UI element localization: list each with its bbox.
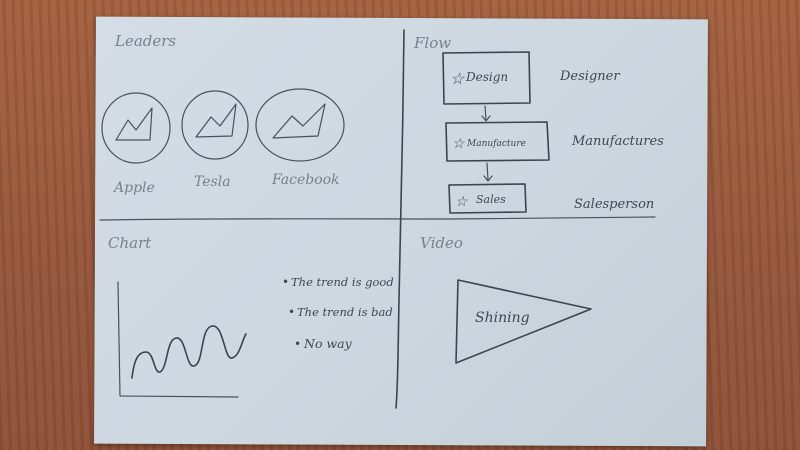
company-tesla[interactable]: Tesla (181, 90, 249, 190)
sales-box-label: Sales (476, 193, 506, 206)
chart-bullet-list: • The trend is good • The trend is bad •… (282, 275, 394, 351)
tesla-logo-circle (181, 90, 249, 160)
flow-heading: Flow (413, 34, 451, 52)
bullet-item: • (282, 275, 289, 289)
video-play-shape[interactable]: Shining (455, 279, 592, 364)
bullet-text-good: The trend is good (291, 275, 394, 289)
design-box (442, 51, 531, 105)
star-icon: ☆ (450, 69, 466, 88)
bullet-text-no-way: No way (303, 336, 353, 351)
play-triangle-icon (455, 279, 592, 364)
company-apple[interactable]: Apple (101, 92, 171, 196)
horizontal-divider (99, 216, 656, 221)
role-label-salesperson: Salesperson (574, 197, 654, 212)
vertical-divider (395, 29, 405, 409)
chart-axes (117, 281, 239, 398)
manufacture-box (445, 121, 550, 162)
star-icon: ☆ (455, 194, 469, 210)
chart-trend-line (131, 325, 247, 379)
video-label: Shining (475, 310, 530, 326)
growth-chart-icon (195, 103, 237, 138)
sales-box (448, 183, 527, 214)
facebook-logo-circle (255, 88, 345, 162)
company-facebook[interactable]: Facebook (255, 88, 345, 188)
design-box-label: Design (465, 70, 508, 84)
wavy-line-chart-sketch (117, 281, 247, 398)
flow-step-design[interactable]: ☆ Design (442, 51, 531, 105)
arrow-design-to-manufacture (481, 105, 491, 122)
flow-step-manufacture[interactable]: ☆ Manufacture (445, 121, 550, 162)
chart-heading: Chart (108, 234, 152, 252)
growth-chart-icon (272, 103, 326, 139)
role-label-manufactures: Manufactures (571, 134, 664, 149)
bullet-text-bad: The trend is bad (297, 305, 393, 319)
apple-logo-circle (101, 92, 171, 164)
company-label-facebook: Facebook (271, 172, 340, 188)
bullet-item: • (288, 305, 295, 319)
bullet-item: • (294, 337, 301, 351)
growth-chart-icon (115, 107, 153, 141)
arrow-manufacture-to-sales (483, 162, 493, 182)
company-label-apple: Apple (112, 180, 155, 196)
flow-step-sales[interactable]: ☆ Sales (448, 183, 527, 214)
company-label-tesla: Tesla (194, 174, 231, 190)
leaders-heading: Leaders (114, 32, 176, 50)
video-heading: Video (420, 234, 463, 252)
manufacture-box-label: Manufacture (466, 139, 526, 149)
star-icon: ☆ (452, 136, 466, 152)
role-label-designer: Designer (559, 69, 620, 84)
